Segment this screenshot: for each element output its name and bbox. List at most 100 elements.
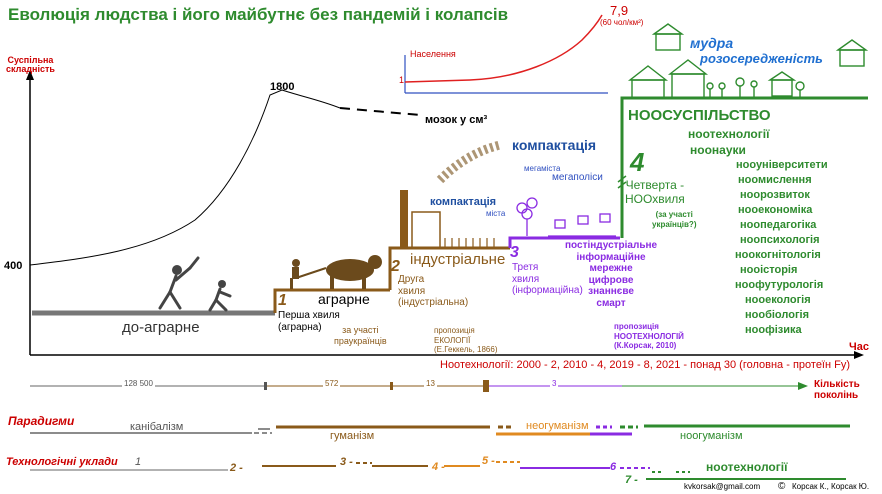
noo-item-13: нообіологія xyxy=(745,309,809,321)
noo-item-7: ноопедагогіка xyxy=(740,219,817,231)
x-axis-label: Час xyxy=(849,341,869,353)
wave3-label-line3: (інформаційна) xyxy=(512,285,583,296)
noo-step xyxy=(620,96,868,238)
wise-label-line1: мудра xyxy=(690,35,734,51)
noo-item-2: ноонауки xyxy=(690,143,746,157)
tech-4: 4 - xyxy=(432,461,445,473)
x-axis-arrow xyxy=(854,351,864,359)
agrarian-step xyxy=(273,288,390,313)
y-axis-arrow xyxy=(26,70,34,80)
megacities-label: мегаполіси xyxy=(552,172,603,183)
brain-curve xyxy=(29,89,341,266)
noo-society-title: НООСУСПІЛЬСТВО xyxy=(628,107,771,124)
megacities-small: мегаміста xyxy=(524,164,561,173)
y-axis-label-line2: складність xyxy=(6,64,55,75)
wave3-label-line1: Третя xyxy=(512,262,539,273)
generations-label-line2: поколінь xyxy=(814,389,859,401)
info-age-icon xyxy=(516,197,616,237)
postindustrial-list: постіндустріальне інформаційне мережне ц… xyxy=(565,240,657,309)
noo-item-10: нооісторія xyxy=(740,264,798,276)
wave4-number: 4 xyxy=(630,147,645,177)
wave2-label-line2: хвиля xyxy=(398,285,426,297)
brain-curve-dashed xyxy=(339,107,421,116)
generations-info: 3 xyxy=(550,379,559,389)
postindustrial-step xyxy=(508,236,620,248)
wave2-number: 2 xyxy=(391,258,400,275)
noo-item-14: ноофізика xyxy=(745,324,802,336)
nootech-note-line1: пропозиція xyxy=(614,322,659,331)
generations-pre: 128 500 xyxy=(122,379,155,389)
wave4-label: Четверта - НООхвиля xyxy=(625,178,685,207)
tech-1: 1 xyxy=(135,456,142,468)
tech-6: 6 xyxy=(610,461,617,473)
paradigm-lines xyxy=(30,424,850,436)
page-title: Еволюція людства і його майбутнє без пан… xyxy=(8,5,509,24)
ecology-note: пропозиція ЕКОЛОГІЇ (Е.Геккель, 1866) xyxy=(434,326,497,355)
wave4-label-line1: Четверта - xyxy=(625,178,685,192)
generations-agrarian: 572 xyxy=(323,379,341,389)
y-tick-400: 400 xyxy=(4,260,23,272)
noo-item-6: нооекономіка xyxy=(738,204,813,216)
wave4-note: (за участі українців?) xyxy=(652,210,696,229)
factory-icon xyxy=(400,140,502,249)
ecology-note-line2: ЕКОЛОГІЇ xyxy=(434,335,471,345)
y-axis-label-line1: Суспільна xyxy=(7,55,54,65)
industrial-step xyxy=(388,246,510,290)
wave2-label-line3: (індустріальна) xyxy=(398,297,469,308)
wave1-note-line1: за участі xyxy=(342,325,379,335)
noo-item-3: нооуніверситети xyxy=(736,159,828,171)
stage-industrial: індустріальне xyxy=(410,251,506,268)
paradigm-humanism: гуманізм xyxy=(330,430,375,442)
nootech-note: пропозиція НООТЕХНОЛОГІЙ (К.Корсак, 2010… xyxy=(614,322,684,351)
noo-item-8: ноопсихологія xyxy=(740,234,820,246)
wise-label-line2: розосередженість xyxy=(700,51,823,66)
post-line-5: знаннєве xyxy=(588,286,634,297)
post-line-6: смарт xyxy=(596,297,626,309)
wave3-label-line2: хвиля xyxy=(512,273,540,285)
stage-pre-agrarian: до-аграрне xyxy=(122,319,200,336)
compaction-big: компактація xyxy=(512,137,597,153)
generations-industrial: 13 xyxy=(424,379,437,389)
population-peak: 7,9 xyxy=(610,3,629,18)
compaction-small: компактація xyxy=(430,196,497,208)
wave1-note: за участі праукраїнців xyxy=(334,325,387,347)
wave2-label-line1: Друга xyxy=(398,274,425,285)
population-start: 1 xyxy=(399,75,405,85)
running-people-icon xyxy=(158,256,232,312)
footer-email: kvkorsak@gmail.com xyxy=(684,482,761,491)
tech-2: 2 - xyxy=(230,462,243,474)
brain-volume-label: мозок у см³ xyxy=(425,114,488,126)
noo-item-4: ноомислення xyxy=(738,174,812,186)
paradigm-cannibalism: канібалізм xyxy=(130,421,184,433)
population-peak-unit: (60 чол/км²) xyxy=(600,18,644,27)
population-label: Населення xyxy=(410,49,456,59)
copyright-icon: © xyxy=(778,481,786,492)
population-curve xyxy=(404,14,603,83)
noo-item-12: нооекологія xyxy=(745,294,811,306)
wave1-note-line2: праукраїнців xyxy=(334,335,387,346)
noo-item-5: ноорозвиток xyxy=(740,189,810,201)
farmer-plough-icon xyxy=(290,255,382,289)
wave3-number: 3 xyxy=(510,244,519,261)
y-tick-1800: 1800 xyxy=(270,81,295,93)
stage-agrarian: аграрне xyxy=(318,291,370,307)
generations-label-line1: Кількість xyxy=(814,379,860,390)
y-axis-label: Суспільна складність xyxy=(6,55,55,75)
tech-lines xyxy=(30,461,846,480)
post-line-4: цифрове xyxy=(588,274,634,286)
tech-3: 3 - xyxy=(340,456,353,468)
noo-houses-icon xyxy=(627,23,869,99)
nootech-note-line3: (К.Корсак, 2010) xyxy=(614,341,677,351)
tech-label: Технологічні уклади xyxy=(6,456,118,468)
post-line-2: інформаційне xyxy=(576,251,646,263)
footer-authors: Корсак К., Корсак Ю. xyxy=(792,482,870,491)
wave1-number: 1 xyxy=(278,292,287,309)
ecology-note-line1: пропозиція xyxy=(434,326,475,335)
wave2-label: Друга хвиля (індустріальна) xyxy=(398,274,468,309)
wave1-label: Перша хвиля (аграрна) xyxy=(278,310,340,334)
generations-label: Кількість поколінь xyxy=(814,379,860,401)
tech-7: 7 - xyxy=(625,474,638,486)
tech-nootech: ноотехнології xyxy=(706,460,788,474)
paradigms-label: Парадигми xyxy=(8,414,75,428)
